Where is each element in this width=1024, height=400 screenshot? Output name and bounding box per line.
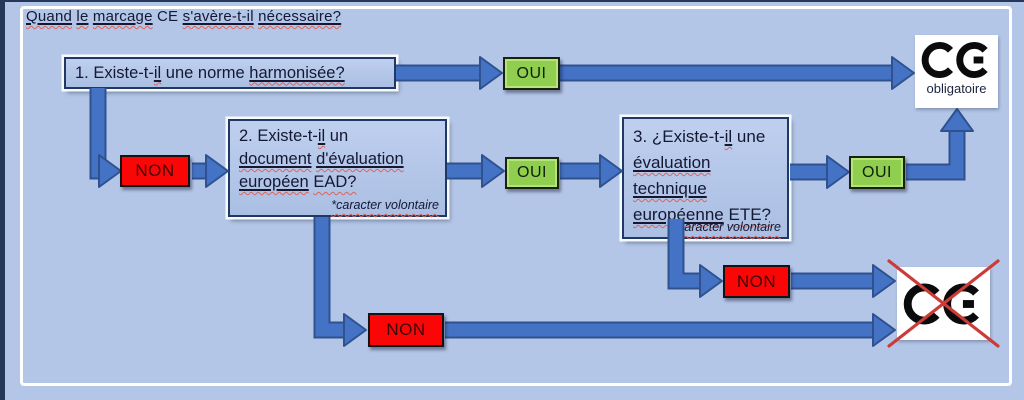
slide-frame bbox=[20, 6, 1012, 386]
ce-mark-crossed-box bbox=[887, 259, 1000, 348]
question-1-box: 1. Existe-t-il une norme harmonisée? bbox=[64, 57, 396, 89]
arrow-non1-to-q2 bbox=[192, 154, 229, 188]
question-2-line-2: document d'évaluation bbox=[239, 150, 404, 168]
question-3-line-1: 3. ¿Existe-t-il une bbox=[633, 127, 766, 146]
arrow-non2-to-ce-crossed bbox=[445, 313, 896, 347]
arrow-non3-to-ce-crossed bbox=[791, 264, 896, 298]
ce-mark-icon bbox=[921, 42, 988, 78]
arrow-q1-to-oui1 bbox=[396, 56, 503, 90]
arrow-oui3-to-ce bbox=[906, 108, 974, 181]
oui-badge-3: OUI bbox=[849, 156, 905, 189]
question-3-line-3: technique bbox=[633, 179, 707, 198]
arrow-q3-to-non3 bbox=[667, 219, 723, 298]
arrow-q3-to-oui3 bbox=[790, 155, 850, 189]
ce-obligatoire-label: obligatoire bbox=[926, 81, 987, 96]
arrow-oui2-to-q3 bbox=[560, 154, 623, 188]
canvas-edge-top bbox=[0, 0, 1024, 2]
question-3-line-2: évaluation bbox=[633, 153, 711, 172]
question-3-note: *caracter volontaire bbox=[673, 220, 781, 234]
question-2-line-1: 2. Existe-t-il un bbox=[239, 127, 349, 145]
oui-badge-2: OUI bbox=[505, 157, 559, 189]
cross-icon bbox=[887, 259, 1000, 348]
arrow-q1-to-non1 bbox=[89, 88, 122, 188]
canvas-edge-left bbox=[0, 0, 5, 400]
arrow-q2-to-non2 bbox=[313, 217, 367, 347]
question-1-text: 1. Existe-t-il une norme harmonisée? bbox=[75, 63, 345, 82]
arrow-q2-to-oui2 bbox=[447, 154, 505, 188]
non-badge-2: NON bbox=[368, 313, 444, 347]
question-2-box: 2. Existe-t-il un document d'évaluation … bbox=[228, 119, 447, 217]
diagram-title: Quand le marcage CE s'avère-t-il nécessa… bbox=[26, 8, 342, 25]
arrow-oui1-to-ce bbox=[560, 56, 915, 90]
question-2-note: *caracter volontaire bbox=[331, 198, 439, 212]
question-3-box: 3. ¿Existe-t-il une évaluation technique… bbox=[622, 117, 789, 239]
non-badge-3: NON bbox=[723, 265, 790, 298]
oui-badge-1: OUI bbox=[503, 57, 560, 90]
non-badge-1: NON bbox=[120, 155, 190, 187]
question-2-line-3: européen EAD? bbox=[239, 173, 357, 191]
ce-mark-obligatoire-box: obligatoire bbox=[915, 35, 998, 108]
question-3-line-4: européenne ETE? bbox=[633, 205, 772, 224]
